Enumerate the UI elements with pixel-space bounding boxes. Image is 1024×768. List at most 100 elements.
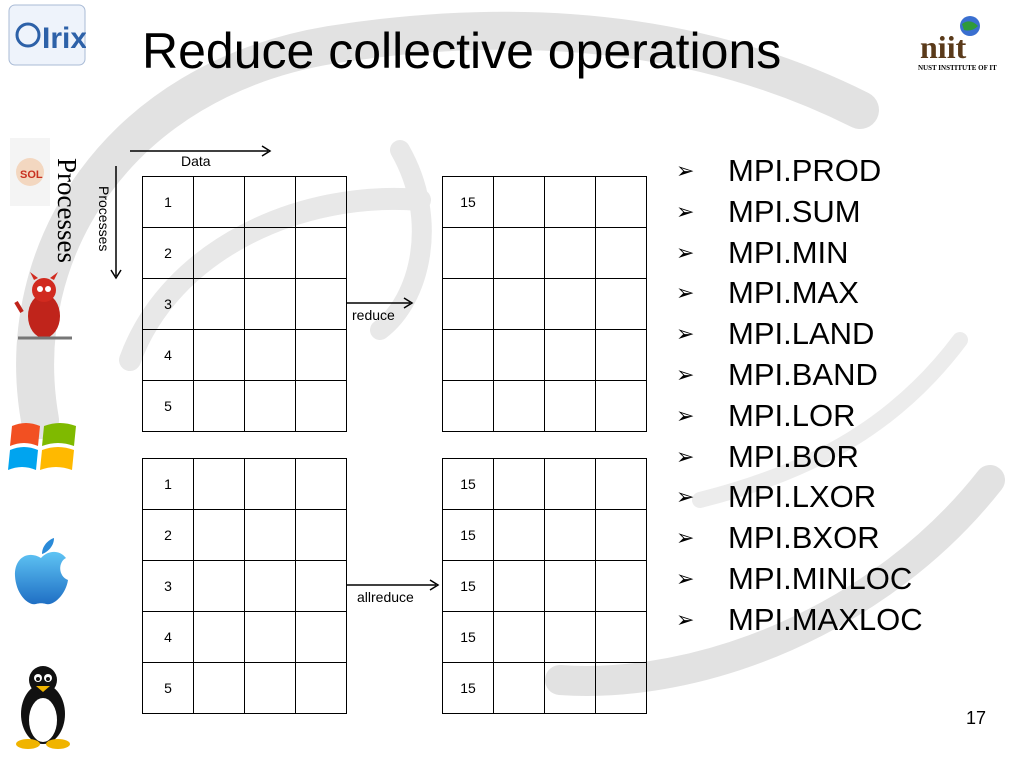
grid-cell [595, 662, 647, 714]
list-item: ➢ MPI.MAX [676, 273, 923, 314]
grid-cell: 15 [442, 560, 494, 612]
grid-row [442, 380, 647, 432]
grid-cell [295, 509, 347, 561]
allreduce-label: allreduce [357, 589, 414, 605]
grid-row [442, 329, 647, 381]
grid-cell [544, 560, 596, 612]
niit-logo-icon: niit NUST INSTITUTE OF IT [918, 16, 997, 72]
grid-cell [193, 662, 245, 714]
list-item: ➢MPI.LAND [676, 314, 923, 355]
grid-cell [544, 329, 596, 381]
grid-cell [244, 611, 296, 663]
grid-cell: 1 [142, 458, 194, 510]
grid-cell [544, 278, 596, 330]
operation-name: MPI.LXOR [728, 479, 877, 515]
list-item: ➢MPI.MAXLOC [676, 600, 923, 641]
grid-row [442, 278, 647, 330]
grid-cell [295, 176, 347, 228]
grid-cell [493, 662, 545, 714]
grid-cell [442, 227, 494, 279]
grid-cell [442, 329, 494, 381]
operation-name: MPI.LOR [728, 397, 856, 433]
grid-cell [442, 380, 494, 432]
grid-row: 15 [442, 458, 647, 510]
list-item: ➢MPI.BOR [676, 437, 923, 478]
grid-cell: 3 [142, 560, 194, 612]
operation-name: MPI.BXOR [728, 520, 880, 556]
operation-name: MPI.LAND [728, 316, 875, 352]
grid-cell [595, 380, 647, 432]
grid-cell [295, 227, 347, 279]
grid-cell [544, 611, 596, 663]
processes-label-large: Processes [52, 158, 92, 298]
bullet-arrow-icon: ➢ [676, 280, 695, 306]
list-item: ➢MPI.BAND [676, 355, 923, 396]
grid-cell [544, 662, 596, 714]
bullet-arrow-icon: ➢ [676, 565, 695, 591]
grid-cell: 15 [442, 662, 494, 714]
list-item: ➢ MPI.LXOR [676, 477, 923, 518]
grid-cell: 2 [142, 227, 194, 279]
grid-cell [244, 227, 296, 279]
grid-cell [244, 560, 296, 612]
grid-cell [493, 611, 545, 663]
grid-cell [193, 611, 245, 663]
grid-row: 5 [142, 662, 347, 714]
bsd-daemon-icon [14, 272, 72, 340]
grid-cell [544, 176, 596, 228]
bullet-arrow-icon: ➢ [676, 402, 695, 428]
reduce-input-grid: 1 2 3 4 5 [142, 176, 347, 432]
grid-row: 1 [142, 458, 347, 510]
grid-cell: 4 [142, 611, 194, 663]
list-item: ➢ MPI.BXOR [676, 518, 923, 559]
solaris-logo-text: SOL [20, 169, 43, 181]
grid-cell [295, 662, 347, 714]
grid-cell [193, 509, 245, 561]
grid-cell [493, 278, 545, 330]
grid-row: 4 [142, 329, 347, 381]
grid-cell: 5 [142, 662, 194, 714]
grid-cell [595, 227, 647, 279]
grid-row: 1 [142, 176, 347, 228]
grid-cell [244, 380, 296, 432]
irix-logo-text: Irix [42, 22, 86, 55]
grid-row: 15 [442, 560, 647, 612]
grid-cell [295, 560, 347, 612]
grid-row: 2 [142, 509, 347, 561]
grid-cell [595, 278, 647, 330]
grid-cell [493, 560, 545, 612]
bullet-arrow-icon: ➢ [676, 361, 695, 387]
bullet-arrow-icon: ➢ [676, 158, 695, 183]
operation-name: MPI.MAX [728, 275, 859, 311]
grid-row: 3 [142, 560, 347, 612]
grid-cell [193, 278, 245, 330]
grid-cell: 15 [442, 176, 494, 228]
grid-cell: 1 [142, 176, 194, 228]
list-item: ➢MPI.MIN [676, 233, 923, 274]
grid-row: 15 [442, 662, 647, 714]
list-item: ➢ MPI.LOR [676, 396, 923, 437]
grid-cell [493, 176, 545, 228]
grid-cell [595, 176, 647, 228]
bullet-arrow-icon: ➢ [676, 484, 695, 510]
grid-cell [193, 560, 245, 612]
grid-cell: 15 [442, 611, 494, 663]
allreduce-input-grid: 1 2 3 4 5 [142, 458, 347, 714]
grid-cell [493, 329, 545, 381]
grid-cell [244, 509, 296, 561]
bullet-arrow-icon: ➢ [676, 198, 695, 224]
grid-cell [244, 176, 296, 228]
slide-title: Reduce collective operations [142, 23, 782, 79]
grid-cell: 3 [142, 278, 194, 330]
bullet-arrow-icon: ➢ [676, 606, 695, 632]
grid-cell [544, 458, 596, 510]
grid-cell: 4 [142, 329, 194, 381]
bullet-arrow-icon: ➢ [676, 525, 695, 551]
grid-cell [544, 227, 596, 279]
grid-row [442, 227, 647, 279]
linux-tux-icon [16, 666, 70, 749]
niit-logo-caption: NUST INSTITUTE OF IT [918, 64, 997, 72]
list-item: ➢MPI.PROD [676, 151, 923, 192]
grid-cell [295, 380, 347, 432]
solaris-logo-icon: SOL [10, 138, 50, 206]
